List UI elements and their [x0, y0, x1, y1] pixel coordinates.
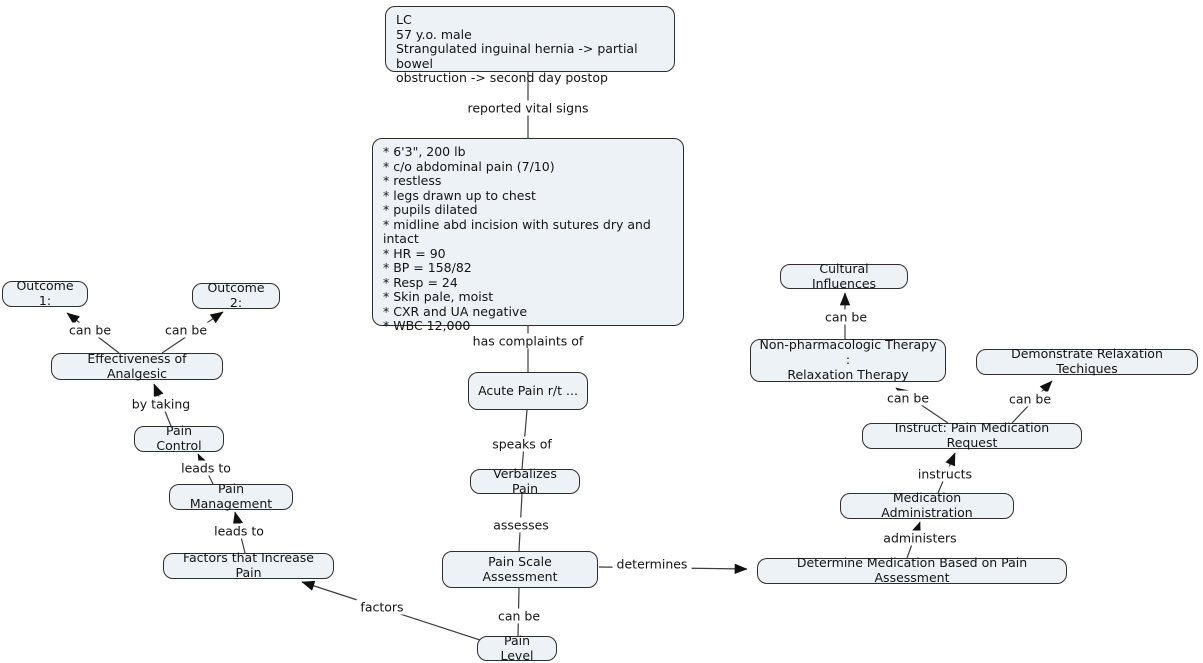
node-acute-pain[interactable]: Acute Pain r/t ...: [468, 372, 588, 410]
link-label-leads-to-factors[interactable]: leads to: [210, 523, 268, 539]
node-medication-administration[interactable]: Medication Administration: [840, 490, 1014, 520]
link-label-can-be-outcome-2[interactable]: can be: [160, 322, 212, 338]
link-label-speaks-of[interactable]: speaks of: [488, 436, 556, 452]
link-label-reported-vital-signs[interactable]: reported vital signs: [463, 100, 593, 116]
link-label-can-be-nonpharm[interactable]: can be: [882, 390, 934, 406]
node-pain-control[interactable]: Pain Control: [134, 423, 224, 453]
node-verbalizes-pain[interactable]: Verbalizes Pain: [470, 466, 580, 495]
node-factors-that-increase-pain[interactable]: Factors that Increase Pain: [163, 550, 334, 580]
node-pain-level[interactable]: Pain Level: [477, 633, 557, 662]
node-determine-medication[interactable]: Determine Medication Based on Pain Asses…: [757, 555, 1067, 585]
node-instruct-pain-medication-request[interactable]: Instruct: Pain Medication Request: [862, 420, 1082, 450]
link-label-can-be-cultural[interactable]: can be: [820, 309, 872, 325]
link-label-leads-to-pain-control[interactable]: leads to: [177, 460, 235, 476]
node-vital-signs[interactable]: * 6'3", 200 lb * c/o abdominal pain (7/1…: [372, 138, 684, 333]
link-label-determines[interactable]: determines: [612, 556, 692, 572]
node-non-pharmacologic-therapy[interactable]: Non-pharmacologic Therapy : Relaxation T…: [750, 338, 946, 382]
node-cultural-influences[interactable]: Cultural Influences: [780, 261, 908, 290]
node-pain-management[interactable]: Pain Management: [169, 481, 293, 511]
node-case-summary[interactable]: LC 57 y.o. male Strangulated inguinal he…: [385, 6, 675, 85]
link-label-assesses[interactable]: assesses: [489, 517, 553, 533]
node-pain-scale-assessment[interactable]: Pain Scale Assessment: [442, 551, 598, 588]
link-label-has-complaints-of[interactable]: has complaints of: [468, 333, 588, 349]
link-label-instructs[interactable]: instructs: [913, 466, 977, 482]
node-outcome-2[interactable]: Outcome 2:: [192, 280, 280, 310]
link-label-can-be-outcome-1[interactable]: can be: [64, 322, 116, 338]
link-label-by-taking[interactable]: by taking: [127, 396, 195, 412]
node-demonstrate-relaxation-techniques[interactable]: Demonstrate Relaxation Techiques: [976, 346, 1198, 376]
node-outcome-1[interactable]: Outcome 1:: [2, 278, 88, 308]
link-label-can-be-demonstrate[interactable]: can be: [1004, 391, 1056, 407]
link-label-can-be-pain-level[interactable]: can be: [493, 608, 545, 624]
link-label-administers[interactable]: administers: [879, 530, 961, 546]
node-effectiveness-of-analgesic[interactable]: Effectiveness of Analgesic: [51, 351, 223, 380]
link-label-factors[interactable]: factors: [356, 599, 408, 615]
